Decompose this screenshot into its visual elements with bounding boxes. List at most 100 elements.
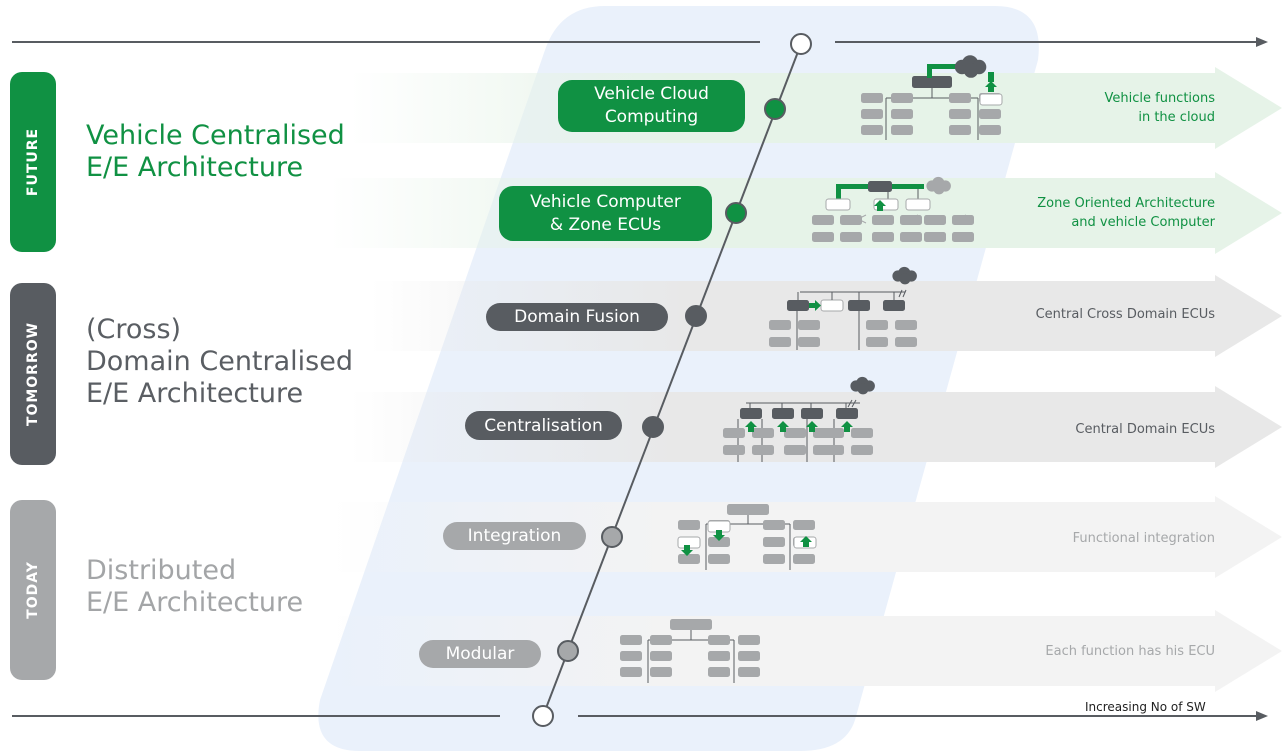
ecu-block: [924, 215, 946, 225]
green-bus: [927, 64, 957, 69]
ecu-block: [793, 554, 815, 564]
era-bar-tomorrow: TOMORROW: [10, 283, 56, 465]
ecu-block: [708, 554, 730, 564]
stage-description-modular: Each function has his ECU: [1045, 642, 1215, 661]
bus-line: [911, 214, 919, 219]
ecu-block: [861, 109, 883, 119]
bus-line: [847, 399, 853, 408]
ecu-block: [949, 93, 971, 103]
ecu-block: [872, 232, 894, 242]
ecu-block: [784, 445, 806, 455]
ecu-block: [891, 93, 913, 103]
cloud-puff: [963, 63, 979, 78]
stage-pill-vehicle-cloud-computing: Vehicle Cloud Computing: [558, 80, 745, 132]
timeline-dot: [642, 416, 664, 438]
ecu-block: [822, 428, 844, 438]
ecu-block: [979, 93, 1003, 106]
ecu-block: [708, 537, 730, 547]
stage-pill-line: Domain Fusion: [514, 307, 640, 327]
ecu-block: [895, 320, 917, 330]
ecu-block: [769, 337, 791, 347]
ecu-block: [738, 635, 760, 645]
ecu-block: [650, 651, 672, 661]
stage-description-vehicle-cloud-computing: Vehicle functions in the cloud: [1105, 89, 1216, 127]
ecu-block: [801, 408, 823, 419]
ecu-block: [949, 125, 971, 135]
ecu-block: [708, 635, 730, 645]
ecu-block: [861, 93, 883, 103]
timeline-dot: [764, 98, 786, 120]
cloud-icon: [892, 266, 917, 285]
up-arrow-icon: [745, 421, 757, 432]
ecu-block: [670, 619, 712, 630]
stage-pill-line: Computing: [604, 107, 699, 127]
ecu-block: [895, 337, 917, 347]
stage-pill-line: Vehicle Cloud: [594, 84, 709, 104]
bus-line: [859, 214, 867, 219]
bus-line: [959, 214, 967, 219]
green-bus: [836, 184, 868, 189]
up-arrow-icon: [874, 200, 886, 211]
bus-line: [898, 289, 903, 298]
ecu-block: [763, 537, 785, 547]
ecu-block: [650, 635, 672, 645]
cloud-puff: [933, 183, 945, 195]
green-bus: [892, 184, 924, 189]
era-title-today: Distributed E/E Architecture: [86, 555, 303, 619]
ecu-block: [772, 408, 794, 419]
ecu-block: [752, 445, 774, 455]
stage-pill-line: Vehicle Computer: [530, 191, 681, 212]
stage-description-domain-fusion: Central Cross Domain ECUs: [1036, 305, 1215, 324]
timeline-dot: [557, 640, 579, 662]
era-title-tomorrow: (Cross) Domain Centralised E/E Architect…: [86, 314, 353, 410]
bottom-axis: [12, 711, 1268, 721]
ecu-block: [820, 299, 844, 312]
ecu-block: [900, 232, 922, 242]
stage-description-line: and vehicle Computer: [1071, 215, 1215, 230]
cloud-puff: [857, 383, 869, 395]
ecu-block: [912, 76, 952, 88]
ecu-block: [822, 445, 844, 455]
green-bus: [988, 72, 994, 82]
ecu-block: [798, 320, 820, 330]
ecu-block: [650, 667, 672, 677]
ecu-block: [952, 232, 974, 242]
era-title-line: E/E Architecture: [86, 587, 304, 618]
ecu-block: [620, 667, 642, 677]
ecu-block: [678, 520, 700, 530]
ecu-block: [900, 215, 922, 225]
era-title-line: Distributed: [86, 555, 237, 586]
ecu-block: [851, 445, 873, 455]
stage-description-line: Zone Oriented Architecture: [1037, 196, 1215, 211]
era-title-line: E/E Architecture: [86, 378, 304, 409]
ecu-block: [848, 300, 870, 311]
ecu-block: [836, 408, 858, 419]
bus-line: [911, 219, 919, 224]
stage-pill-line: Integration: [467, 526, 562, 546]
timeline-line: [542, 43, 802, 717]
ecu-block: [952, 215, 974, 225]
ecu-block: [723, 445, 745, 455]
cloud-puff: [899, 273, 911, 285]
ecu-block: [812, 232, 834, 242]
era-title-line: Domain Centralised: [86, 346, 353, 377]
down-arrow-icon: [713, 530, 725, 541]
up-arrow-icon: [841, 421, 853, 432]
bus-line: [859, 219, 867, 224]
ecu-block: [866, 337, 888, 347]
stage-pill-centralisation: Centralisation: [465, 411, 622, 440]
ecu-block: [620, 635, 642, 645]
bus-line: [902, 289, 907, 298]
right-arrow-icon: [809, 300, 821, 311]
ecu-block: [825, 198, 851, 211]
stage-description-line: Central Cross Domain ECUs: [1035, 307, 1215, 322]
ecu-block: [949, 109, 971, 119]
down-arrow-icon: [681, 545, 693, 556]
timeline-dot: [601, 526, 623, 548]
ecu-block: [708, 651, 730, 661]
ecu-block: [793, 520, 815, 530]
stage-pill-vehicle-computer-zone-ecus: Vehicle Computer & Zone ECUs: [499, 186, 712, 241]
top-axis: [12, 37, 1268, 47]
ecu-block: [924, 232, 946, 242]
